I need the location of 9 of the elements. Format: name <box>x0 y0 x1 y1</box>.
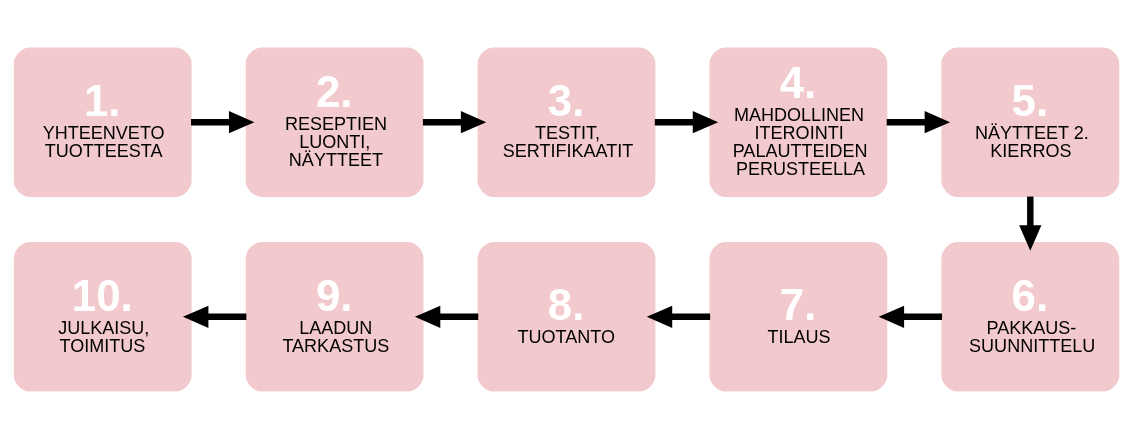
arrow <box>191 111 255 134</box>
arrow <box>886 111 951 134</box>
arrow <box>878 305 943 328</box>
arrow <box>1019 196 1042 251</box>
arrow <box>654 111 719 134</box>
arrow <box>414 305 479 328</box>
arrow <box>422 111 487 134</box>
arrow <box>646 305 711 328</box>
arrow <box>183 305 247 328</box>
